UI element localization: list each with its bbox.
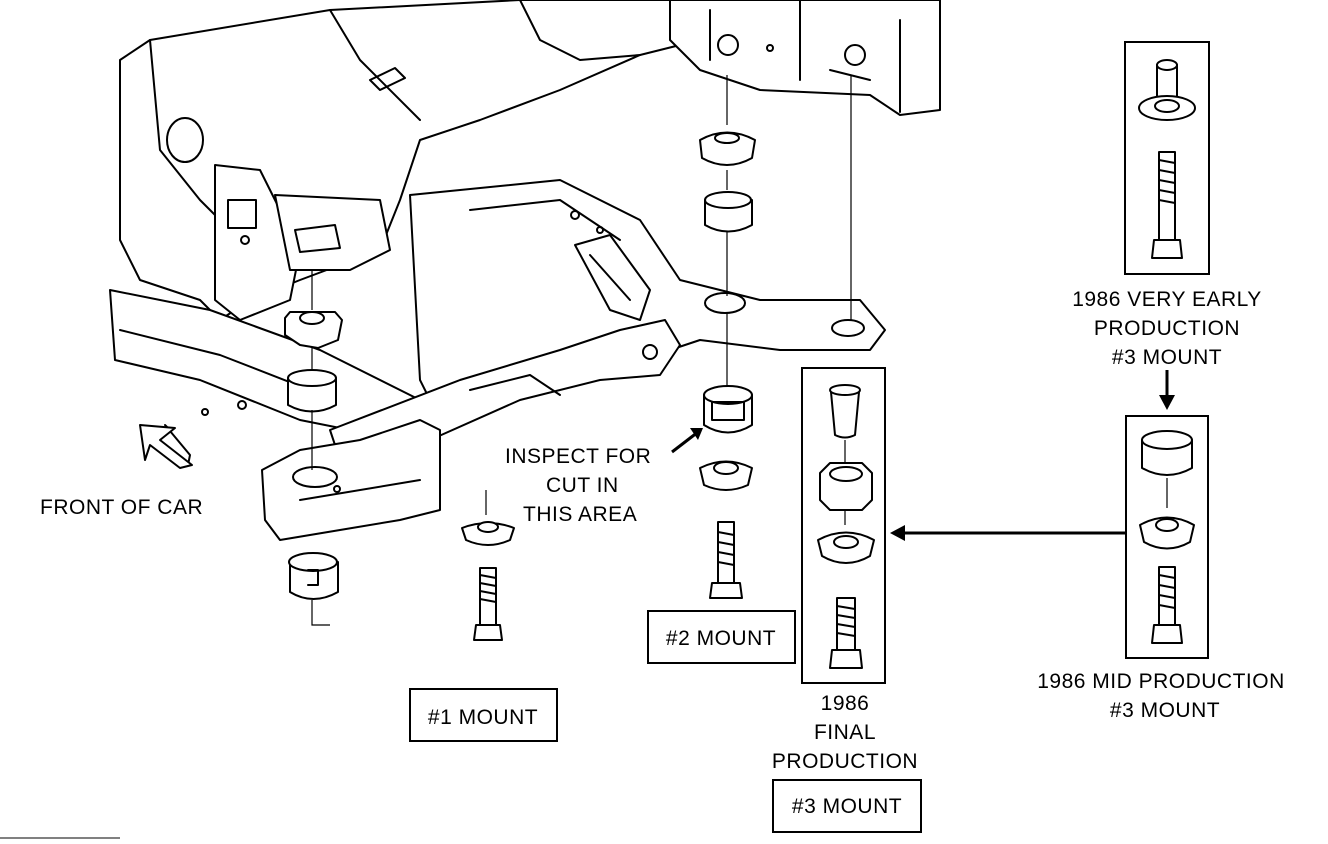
inspect-label-line1: INSPECT FOR (505, 445, 651, 468)
car-body-drawing (109, 0, 941, 541)
front-direction-arrow-icon (139, 424, 193, 469)
early-to-mid-arrow-icon (1159, 370, 1175, 410)
mid-production-parts (1139, 430, 1195, 644)
mount1-label-box (409, 688, 558, 742)
early-label-line2: PRODUCTION (1094, 317, 1240, 340)
mount2-label: #2 MOUNT (666, 627, 776, 650)
final-label-line3: PRODUCTION (772, 750, 918, 773)
mount3-final-label-box (772, 779, 922, 833)
mid-label-line1: 1986 MID PRODUCTION (1037, 670, 1285, 693)
mid-to-final-arrow-icon (890, 525, 1126, 541)
mid-label-line2: #3 MOUNT (1110, 699, 1220, 722)
final-production-parts (817, 384, 875, 669)
final-label-line2: FINAL (814, 721, 876, 744)
mount2-label-box (647, 610, 796, 664)
mount1-parts (284, 270, 343, 626)
very-early-parts (1138, 59, 1196, 259)
mount1-bolt (461, 490, 515, 641)
inspect-label-line3: THIS AREA (523, 503, 637, 526)
final-label-line1: 1986 (821, 692, 870, 715)
early-label-line3: #3 MOUNT (1112, 346, 1222, 369)
mount3-final-label: #3 MOUNT (792, 795, 902, 818)
front-of-car-label: FRONT OF CAR (40, 496, 203, 519)
early-label-line1: 1986 VERY EARLY (1072, 288, 1262, 311)
inspect-label-line2: CUT IN (546, 474, 619, 497)
mount2-parts (699, 75, 756, 599)
mount1-label: #1 MOUNT (428, 706, 538, 729)
inspect-arrow-icon (671, 428, 703, 454)
